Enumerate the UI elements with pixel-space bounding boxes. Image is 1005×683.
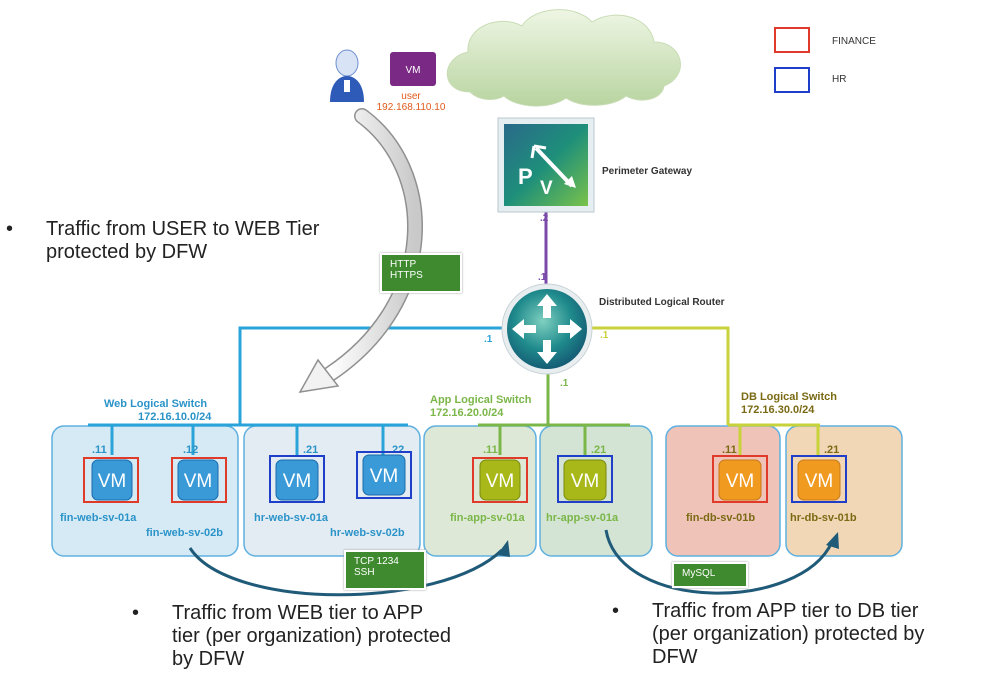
perimeter-gateway-icon xyxy=(497,117,595,213)
user-name: user xyxy=(401,91,421,102)
vm-icon xyxy=(362,454,406,496)
user-ip: 192.168.110.10 xyxy=(377,102,446,113)
vm-icon-label: VM xyxy=(805,471,834,492)
user-web-bullet-text: Traffic from USER to WEB Tier protected … xyxy=(46,218,320,263)
web-app-bullet-text: Traffic from WEB tier to APP tier (per o… xyxy=(172,602,452,670)
router-label: Distributed Logical Router xyxy=(599,297,725,308)
app-db-bullet-text: Traffic from APP tier to DB tier (per or… xyxy=(652,600,925,668)
vm-name: hr-db-sv-01b xyxy=(790,512,857,524)
vm-icon xyxy=(275,459,319,501)
vm-name: hr-web-sv-02b xyxy=(330,527,405,539)
vm-icon xyxy=(479,459,521,501)
app-switch-subnet: 172.16.20.0/24 xyxy=(430,407,504,419)
bullet-dot: • xyxy=(6,218,14,240)
router-uplink-suffix: .1 xyxy=(538,272,547,283)
vm-icon xyxy=(563,459,607,501)
vm-icon xyxy=(91,459,133,501)
router-app-interface: .1 xyxy=(560,378,569,389)
vm-ip-suffix: .11 xyxy=(722,444,737,456)
db-hr-panel xyxy=(785,425,903,557)
gateway-icon-letter-v: V xyxy=(540,178,553,199)
hr-org-frame xyxy=(269,455,325,503)
perimeter-gateway-label: Perimeter Gateway xyxy=(602,166,692,177)
gateway-ip-suffix: .2 xyxy=(540,213,549,224)
user-web-bullet: • Traffic from USER to WEB Tier protecte… xyxy=(6,218,426,264)
user-to-web-arrowhead xyxy=(298,358,340,393)
http-https-tag: HTTP HTTPS xyxy=(380,253,462,293)
db-switch-subnet: 172.16.30.0/24 xyxy=(741,404,815,416)
app-to-db-arrow xyxy=(604,529,834,595)
app-switch-name: App Logical Switch xyxy=(430,394,532,406)
vm-ip-suffix: .21 xyxy=(591,444,606,456)
web-uplink-line xyxy=(238,326,508,425)
vm-ip-suffix: .22 xyxy=(389,444,404,456)
vm-ip-suffix: .12 xyxy=(183,444,198,456)
hr-org-frame xyxy=(791,455,847,503)
vm-icon-label: VM xyxy=(370,466,399,487)
user-to-web-arrow xyxy=(323,109,422,381)
vm-icon-label: VM xyxy=(283,471,312,492)
app-to-db-arrowhead xyxy=(826,532,839,549)
vm-icon-label: VM xyxy=(571,471,600,492)
gateway-icon-letter-p: P xyxy=(518,164,533,189)
vm-name: fin-db-sv-01b xyxy=(686,512,755,524)
vm-icon-label: VM xyxy=(726,471,755,492)
legend-finance-label: FINANCE xyxy=(832,36,876,47)
finance-org-frame xyxy=(171,457,227,503)
hr-org-frame xyxy=(356,451,412,499)
vm-icon-label: VM xyxy=(486,471,515,492)
router-web-interface: .1 xyxy=(484,334,493,345)
vm-name: fin-web-sv-02b xyxy=(146,527,223,539)
vm-icon-label: VM xyxy=(98,471,127,492)
tcp-ssh-tag: TCP 1234 SSH xyxy=(344,550,426,590)
vm-ip-suffix: .21 xyxy=(303,444,318,456)
vm-icon xyxy=(797,459,841,501)
hr-org-frame xyxy=(557,455,613,503)
web-switch-name: Web Logical Switch xyxy=(104,398,207,410)
web-to-app-arrowhead xyxy=(497,540,510,557)
vm-ip-suffix: .11 xyxy=(483,444,498,456)
legend-hr-swatch xyxy=(774,67,810,93)
db-switch-name: DB Logical Switch xyxy=(741,391,837,403)
internet-cloud-icon xyxy=(446,9,681,107)
user-icon xyxy=(330,49,364,102)
vm-icon xyxy=(718,459,762,501)
user-vm-label: VM xyxy=(406,65,421,76)
finance-org-frame xyxy=(472,457,528,503)
legend-finance-swatch xyxy=(774,27,810,53)
user-vm-icon xyxy=(390,52,436,86)
router-db-interface: .1 xyxy=(600,330,609,341)
legend-hr-label: HR xyxy=(832,74,846,85)
web-switch-subnet: 172.16.10.0/24 xyxy=(138,411,212,423)
vm-name: fin-app-sv-01a xyxy=(450,512,525,524)
vm-icon xyxy=(177,459,219,501)
app-db-bullet: • Traffic from APP tier to DB tier (per … xyxy=(612,600,1005,669)
finance-org-frame xyxy=(712,455,768,503)
mysql-tag: MySQL xyxy=(672,562,748,588)
web-app-bullet: • Traffic from WEB tier to APP tier (per… xyxy=(132,602,552,671)
db-uplink-line xyxy=(588,326,730,425)
finance-org-frame xyxy=(83,457,139,503)
vm-name: hr-web-sv-01a xyxy=(254,512,329,524)
bullet-dot: • xyxy=(612,600,620,622)
bullet-dot: • xyxy=(132,602,140,624)
web-to-app-arrow xyxy=(188,547,504,597)
vm-ip-suffix: .11 xyxy=(92,444,107,456)
vm-ip-suffix: .21 xyxy=(824,444,839,456)
vm-name: fin-web-sv-01a xyxy=(60,512,137,524)
vm-name: hr-app-sv-01a xyxy=(546,512,619,524)
distributed-router-icon xyxy=(501,283,593,375)
vm-icon-label: VM xyxy=(184,471,213,492)
